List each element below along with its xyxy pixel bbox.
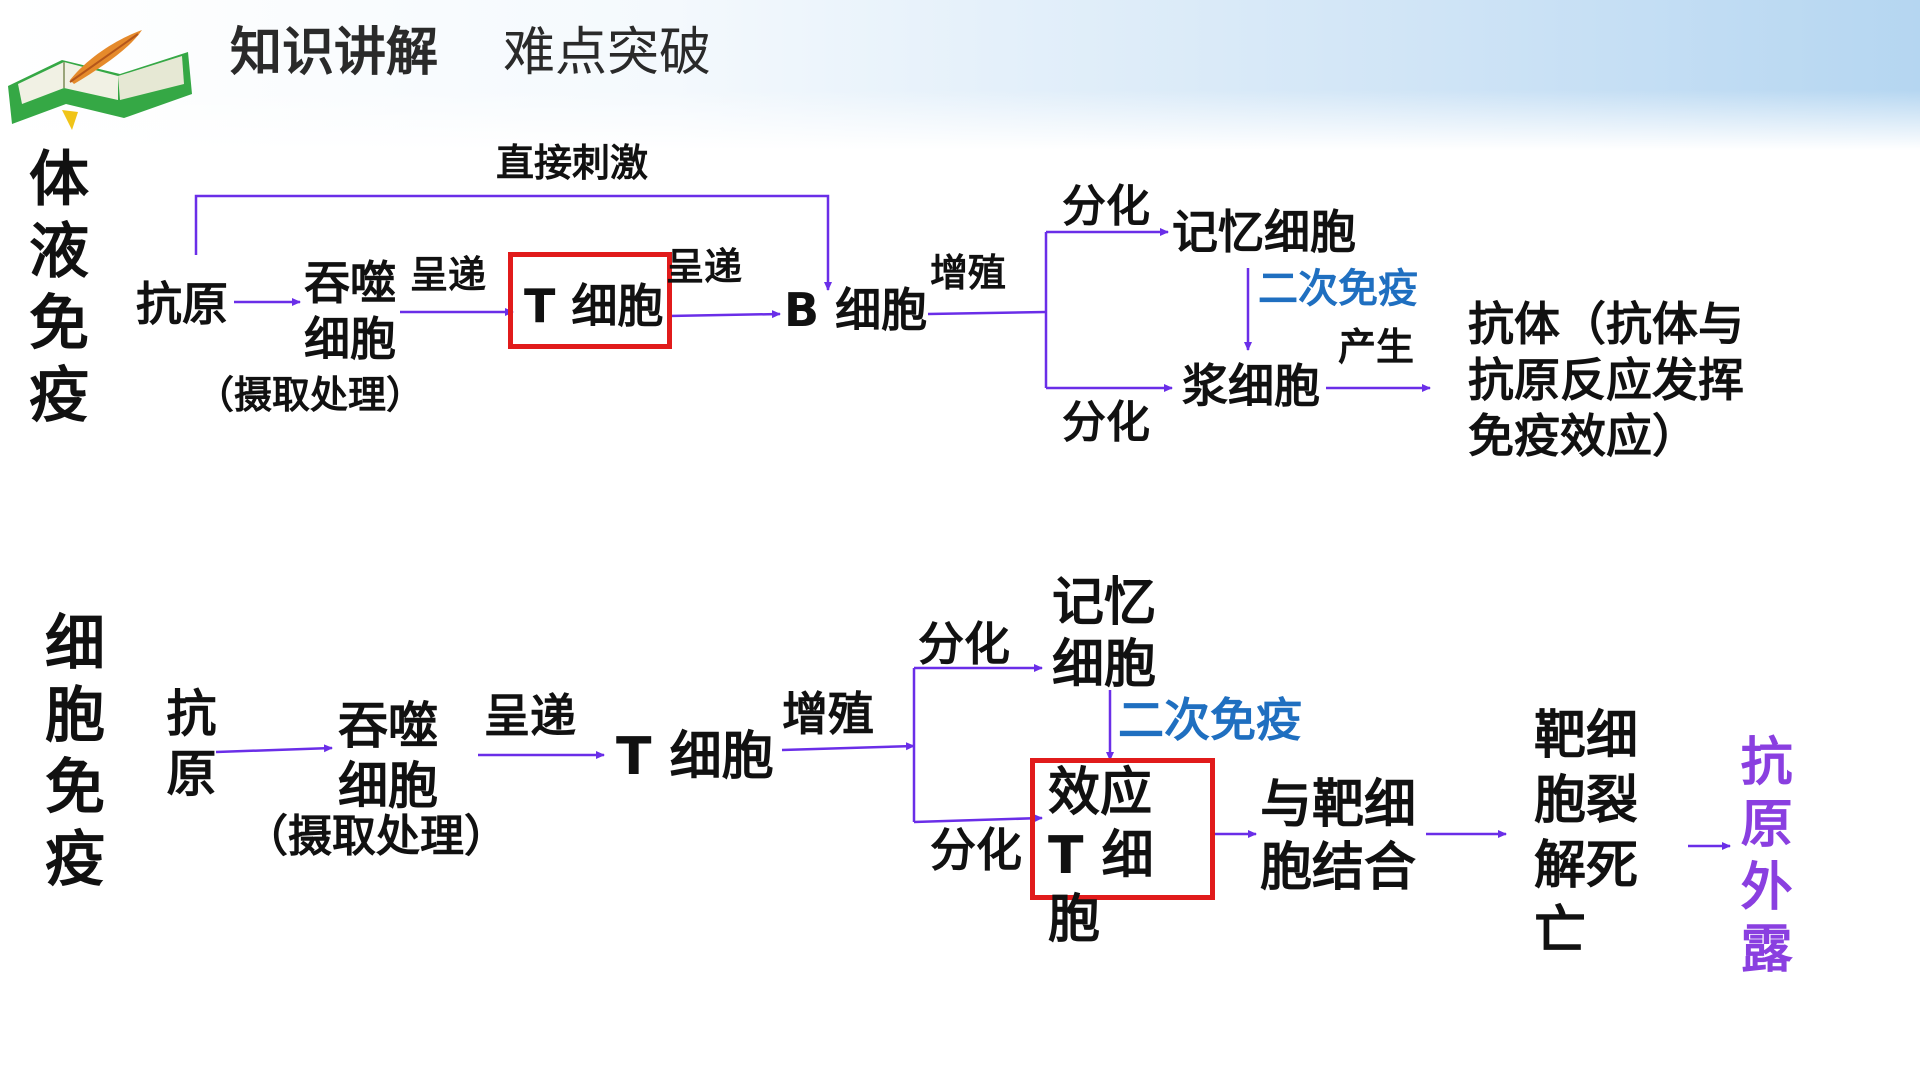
arrow-antigen-to-phagocyte-2 bbox=[215, 744, 333, 754]
tcell-node: T 细胞 bbox=[524, 279, 664, 333]
antigen-exposed-node: 抗原外露 bbox=[1740, 733, 1793, 981]
process-note: （摄取处理） bbox=[196, 373, 425, 417]
differentiate-label-3: 分化 bbox=[918, 617, 1010, 671]
antigen-node-2: 抗原 bbox=[166, 685, 217, 803]
phagocyte-node: 吞噬细胞 bbox=[304, 256, 396, 367]
cellular-connectors bbox=[215, 664, 1731, 850]
proliferate-label-2: 增殖 bbox=[782, 687, 874, 741]
tcell-highlight-box bbox=[508, 252, 672, 349]
target-lysis-node: 靶细胞裂解死亡 bbox=[1534, 706, 1639, 961]
differentiate-label-2: 分化 bbox=[1062, 397, 1150, 448]
memory-cell-node: 记忆细胞 bbox=[1172, 205, 1356, 259]
memory-cell-node-2: 记忆细胞 bbox=[1052, 573, 1157, 696]
process-note-2: （摄取处理） bbox=[244, 811, 508, 862]
effector-highlight-box bbox=[1030, 758, 1215, 900]
tcell-node-2: T 细胞 bbox=[616, 727, 774, 787]
bcell-node: B 细胞 bbox=[784, 283, 928, 337]
produce-label: 产生 bbox=[1338, 325, 1415, 369]
present-label-2: 呈递 bbox=[666, 245, 743, 289]
differentiate-label-1: 分化 bbox=[1062, 181, 1150, 232]
secondary-immunity-label-2: 二次免疫 bbox=[1118, 693, 1302, 747]
page-title: 知识讲解 bbox=[230, 23, 439, 83]
secondary-immunity-label: 二次免疫 bbox=[1258, 266, 1418, 312]
humoral-connectors bbox=[194, 194, 1431, 392]
present-label-1: 呈递 bbox=[410, 253, 487, 297]
cellular-section-label: 细胞免疫 bbox=[45, 609, 105, 895]
phagocyte-node-2: 吞噬细胞 bbox=[338, 697, 438, 815]
plasma-cell-node: 浆细胞 bbox=[1182, 359, 1320, 413]
page-subtitle: 难点突破 bbox=[503, 23, 712, 83]
proliferate-label: 增殖 bbox=[930, 251, 1007, 295]
present-label-3: 呈递 bbox=[484, 689, 576, 743]
differentiate-label-4: 分化 bbox=[930, 823, 1022, 877]
arrow-bcell-to-branch bbox=[927, 310, 1047, 316]
antigen-node: 抗原 bbox=[136, 277, 228, 331]
arrow-direct-stimulation bbox=[194, 194, 832, 291]
arrow-to-effector bbox=[913, 814, 1043, 824]
antibody-node: 抗体（抗体与抗原反应发挥免疫效应） bbox=[1468, 297, 1744, 464]
direct-stimulation-label: 直接刺激 bbox=[496, 141, 649, 185]
effector-tcell-node: 效应T 细胞 bbox=[1048, 763, 1154, 950]
arrow-tcell-to-bcell bbox=[667, 310, 781, 319]
humoral-section-label: 体液免疫 bbox=[29, 145, 89, 431]
arrow-tcell-to-branch-2 bbox=[781, 742, 915, 752]
bind-target-node: 与靶细胞结合 bbox=[1260, 775, 1417, 899]
book-quill-icon bbox=[8, 30, 192, 130]
